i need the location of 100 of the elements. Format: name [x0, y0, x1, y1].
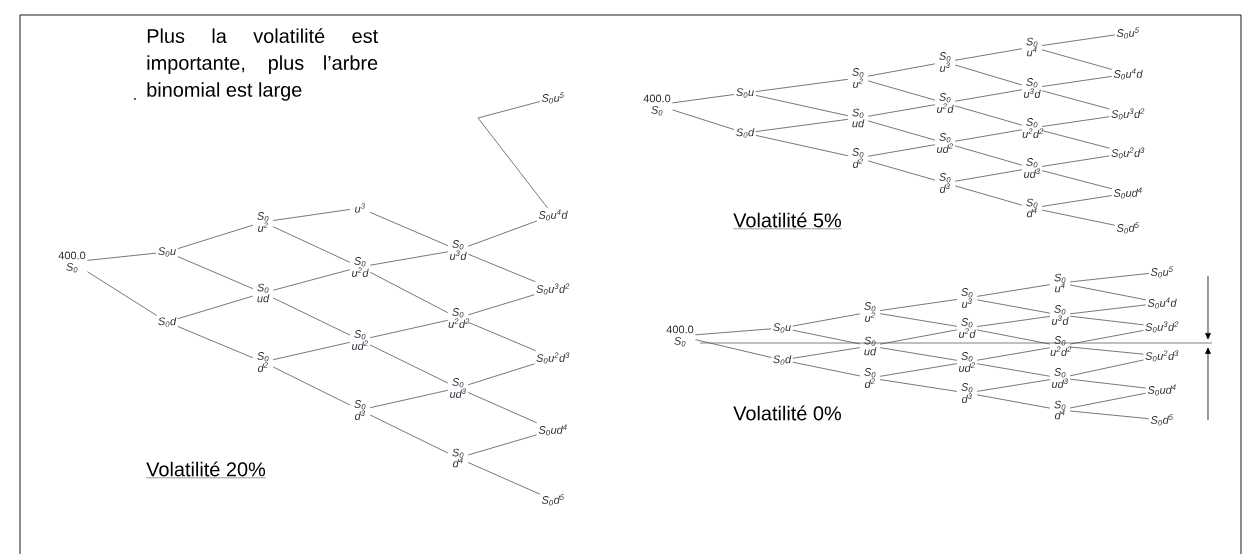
price-label: S$_{0}$ ud$^{3}$ [1024, 158, 1040, 178]
branch-line [87, 271, 158, 316]
price-label: S$_{0}$u [158, 247, 176, 257]
price-label: S$_{0}$u$^{5}$ [1150, 266, 1173, 278]
branch-line [879, 347, 958, 361]
price-label: S$_{0}$ ud$^{2}$ [937, 133, 953, 153]
price-label: S$_{0}$u$^{5}$ [1116, 27, 1139, 39]
price-label: S$_{0}$u [736, 88, 754, 98]
branch-line [879, 313, 958, 327]
price-label: S$_{0}$d [773, 355, 792, 365]
price-label: S$_{0}$ ud [852, 108, 865, 128]
branch-line [755, 118, 849, 132]
branch-line [954, 145, 1023, 166]
branch-line [272, 297, 351, 336]
branch-line [1069, 346, 1144, 355]
branch-line [954, 105, 1023, 126]
price-label: S$_{0}$ud$^{4}$ [1147, 384, 1176, 396]
branch-line [1041, 116, 1110, 127]
price-label: S$_{0}$ d$^{3}$ [961, 383, 973, 403]
branch-line [467, 462, 541, 495]
branch-line [867, 63, 936, 77]
price-label: u$^{3}$ [355, 203, 365, 213]
price-label: S$_{0}$u$^{3}$d$^{2}$ [536, 283, 570, 295]
panel-caption: Volatilité 20% [146, 461, 267, 478]
price-label: S$_{0}$u$^{4}$d [1113, 68, 1143, 80]
branch-line [1069, 315, 1144, 326]
branch-line [976, 316, 1051, 327]
price-label: S$_{0}$ ud$^{2}$ [959, 352, 975, 372]
branch-line [1069, 304, 1147, 315]
price-label: S$_{0}$ u$^{2}$d [959, 318, 976, 338]
branch-line [467, 392, 538, 424]
price-label: S$_{0}$d$^{5}$ [1150, 414, 1173, 426]
price-label: S$_{0}$u$^{2}$d$^{3}$ [1145, 350, 1179, 362]
branch-line [477, 117, 548, 209]
note-text: Plus la volatilité est importante, plus l’arbre binomial est large [147, 28, 379, 101]
price-label: S$_{0}$d$^{5}$ [541, 494, 564, 506]
price-label: S$_{0}$ u$^{4}$ [1026, 37, 1038, 57]
branch-line [369, 271, 449, 314]
price-label: S$_{0}$ d$^{3}$ [354, 400, 366, 420]
branch-line [867, 120, 936, 141]
branch-line [867, 104, 936, 117]
branch-line [755, 135, 849, 157]
branch-line [879, 379, 958, 392]
branch-line [272, 366, 351, 406]
branch-line [369, 389, 449, 409]
price-label: S$_{0}$u$^{5}$ [541, 92, 564, 104]
branch-line [695, 339, 772, 358]
branch-line [976, 363, 1051, 377]
branch-line [1069, 392, 1147, 409]
branch-line [369, 319, 449, 339]
price-label: S$_{0}$u$^{4}$d [538, 209, 568, 221]
branch-line [177, 224, 254, 250]
price-label: S$_{0}$ u$^{2}$d [937, 93, 954, 113]
price-label: S$_{0}$ d$^{4}$ [452, 448, 464, 468]
branch-line [954, 185, 1023, 206]
price-label: S$_{0}$d$^{5}$ [1116, 222, 1139, 234]
branch-line [954, 48, 1023, 61]
price-label: 400.0 S$_{0}$ [58, 251, 86, 273]
branch-line [1041, 49, 1113, 70]
branch-line [272, 209, 351, 221]
price-label: S$_{0}$ d$^{2}$ [864, 368, 876, 388]
branch-line [272, 341, 351, 361]
price-label: S$_{0}$ d$^{3}$ [939, 173, 951, 193]
branch-line [879, 299, 958, 311]
branch-line [976, 299, 1051, 314]
branch-line [177, 295, 254, 320]
branch-line [272, 269, 351, 291]
branch-line [177, 256, 254, 290]
branch-line [1041, 130, 1110, 149]
branch-line [879, 363, 958, 377]
branch-line [976, 347, 1051, 361]
branch-line [1041, 75, 1113, 87]
branch-line [1069, 410, 1150, 420]
price-label: S$_{0}$ud$^{4}$ [1113, 187, 1142, 199]
branch-line [792, 313, 861, 327]
price-label: 400.0 S$_{0}$ [666, 325, 694, 347]
price-label: S$_{0}$ ud [864, 336, 877, 356]
branch-line [1041, 90, 1110, 110]
branch-line [1041, 209, 1116, 226]
branch-line [672, 94, 735, 104]
branch-line [867, 80, 936, 101]
branch-line [976, 379, 1051, 392]
branch-line [755, 94, 849, 117]
branch-line [87, 252, 157, 261]
branch-line [467, 434, 538, 456]
price-label: S$_{0}$ u$^{2}$d [352, 257, 369, 277]
branch-line [976, 394, 1051, 409]
price-label: S$_{0}$ d$^{4}$ [1054, 400, 1066, 420]
branch-line [1041, 34, 1116, 46]
branch-line [867, 160, 936, 181]
branch-line [672, 109, 735, 130]
branch-line [1069, 330, 1144, 345]
price-label: S$_{0}$u [773, 323, 791, 333]
branch-line [1069, 378, 1147, 389]
branch-line [467, 363, 535, 386]
branch-line [1041, 170, 1113, 190]
price-label: S$_{0}$ d$^{2}$ [257, 352, 269, 372]
price-label: S$_{0}$ u$^{2}$ [257, 212, 269, 232]
price-label: S$_{0}$ ud$^{2}$ [352, 330, 368, 350]
branch-line [467, 253, 536, 283]
